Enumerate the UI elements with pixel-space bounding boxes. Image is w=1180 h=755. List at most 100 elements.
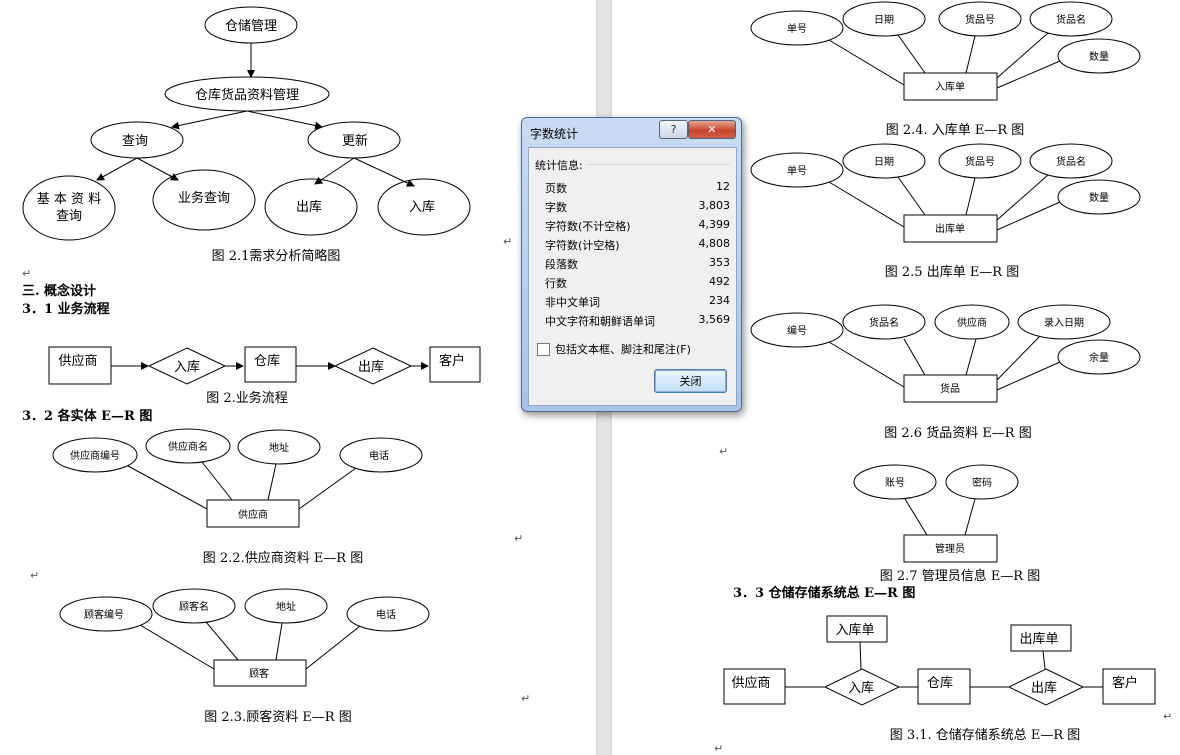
inbound-caption: 图 2.4. 入库单 E—R 图: [886, 122, 1025, 138]
inbound-attr-3: [938, 1, 1022, 37]
customer-attr-3: [244, 588, 328, 624]
flow-out-label: 出库: [358, 359, 384, 375]
stat-value: 353: [709, 256, 730, 269]
close-icon[interactable]: ✕: [688, 120, 736, 139]
stat-label: 非中文单词: [545, 296, 600, 309]
stat-label: 字符数(不计空格): [545, 220, 631, 233]
stat-row: 字符数(计空格) 4,808: [545, 237, 730, 255]
stat-label: 字符数(计空格): [545, 239, 620, 252]
supplier-attr-1: [52, 437, 138, 473]
goods-attr-3-label: 供应商: [957, 316, 987, 329]
section3-title: 三. 概念设计: [22, 283, 96, 299]
customer-attr-4-label: 电话: [376, 608, 396, 621]
goods-attr-5: [1057, 339, 1141, 375]
goods-attr-2: [842, 304, 926, 340]
paragraph-mark: ↵: [714, 742, 723, 755]
section32-title: 3．2 各实体 E—R 图: [22, 408, 152, 424]
stat-row: 段落数 353: [545, 256, 730, 274]
paragraph-mark: ↵: [503, 235, 512, 248]
help-button[interactable]: ?: [659, 120, 688, 139]
customer-entity: [213, 659, 307, 687]
goods-attr-1-label: 编号: [787, 324, 807, 337]
supplier-attr-2-label: 供应商名: [168, 440, 208, 453]
outbound-attr-5-label: 数量: [1089, 191, 1109, 204]
customer-attr-4: [346, 596, 430, 632]
inbound-attr-4-label: 货品名: [1056, 13, 1086, 26]
inbound-attr-5: [1057, 38, 1141, 74]
admin-caption: 图 2.7 管理员信息 E—R 图: [880, 568, 1040, 584]
in-label: 入库: [409, 199, 435, 215]
node-business-query: [152, 169, 256, 231]
customer-attr-1: [59, 596, 153, 632]
paragraph-mark: ↵: [1163, 710, 1172, 723]
flow-customer-label: 客户: [439, 353, 465, 369]
stat-label: 字数: [545, 201, 567, 214]
outbound-attr-3-label: 货品号: [965, 155, 995, 168]
stat-row: 中文字符和朝鲜语单词 3,569: [545, 313, 730, 331]
total-outbound-label: 出库单: [1019, 631, 1058, 647]
outbound-attr-5: [1057, 179, 1141, 215]
inbound-attr-3-label: 货品号: [965, 13, 995, 26]
paragraph-mark: ↵: [30, 569, 39, 582]
node-out: [264, 178, 358, 236]
outbound-entity: [903, 214, 998, 243]
section33-title: 3．3 仓储存储系统总 E—R 图: [733, 585, 915, 601]
total-in-diamond: [823, 668, 901, 706]
paragraph-mark: ↵: [521, 692, 530, 705]
stat-label: 段落数: [545, 258, 578, 271]
goods-attr-4-label: 录入日期: [1044, 317, 1084, 329]
admin-attr-2-label: 密码: [972, 476, 992, 489]
total-inbound-label: 入库单: [835, 622, 874, 638]
goods-attr-3: [934, 304, 1010, 340]
stat-value: 12: [716, 180, 730, 193]
admin-entity: [903, 534, 998, 563]
outbound-attr-4: [1029, 143, 1113, 179]
total-outbound-box: [1010, 624, 1072, 652]
node-in: [377, 178, 471, 236]
stat-value: 4,399: [698, 218, 731, 231]
stat-label: 中文字符和朝鲜语单词: [545, 315, 655, 328]
divider: [587, 164, 730, 165]
stat-row: 非中文单词 234: [545, 294, 730, 312]
outbound-attr-1-label: 单号: [787, 165, 807, 177]
flow-warehouse-label: 仓库: [254, 353, 280, 369]
paragraph-mark: ↵: [719, 445, 728, 458]
customer-attr-3-label: 地址: [276, 600, 296, 613]
supplier-attr-4-label: 电话: [369, 449, 389, 462]
stat-row: 字符数(不计空格) 4,399: [545, 218, 730, 236]
outbound-attr-2: [842, 143, 926, 179]
supplier-attr-4: [339, 437, 423, 473]
outbound-attr-2-label: 日期: [874, 156, 894, 168]
inbound-entity-label: 入库单: [935, 80, 965, 93]
mid-label: 仓库货品资料管理: [195, 87, 299, 103]
stat-row: 行数 492: [545, 275, 730, 293]
stat-value: 3,803: [698, 199, 731, 212]
supplier-caption: 图 2.2.供应商资料 E—R 图: [203, 550, 363, 566]
supplier-entity: [206, 499, 300, 528]
goods-attr-4: [1017, 304, 1111, 340]
total-warehouse-label: 仓库: [927, 675, 953, 691]
close-button[interactable]: 关闭: [654, 369, 727, 393]
goods-attr-1: [750, 312, 844, 348]
customer-attr-1-label: 顾客编号: [84, 608, 124, 621]
flow-in-diamond: [147, 347, 227, 385]
goods-attr-2-label: 货品名: [869, 316, 899, 329]
stat-label: 行数: [545, 277, 567, 290]
total-caption: 图 3.1. 仓储存储系统总 E—R 图: [890, 728, 1081, 743]
outbound-attr-4-label: 货品名: [1056, 155, 1086, 168]
flow-out-diamond: [333, 347, 413, 385]
dialog-body: 统计信息: 页数 12 字数 3,803 字符数(不计空格) 4,399 字符数…: [528, 147, 737, 406]
flow-warehouse-box: [244, 346, 297, 383]
stat-value: 4,808: [698, 237, 731, 250]
basic-query-line2: 查询: [56, 209, 82, 224]
customer-attr-2: [152, 588, 236, 624]
total-customer-label: 客户: [1112, 675, 1138, 691]
inbound-attr-1: [750, 10, 844, 46]
include-textboxes-checkbox[interactable]: 包括文本框、脚注和尾注(F): [537, 341, 691, 357]
total-out-label: 出库: [1031, 680, 1057, 696]
business-query-label: 业务查询: [178, 190, 230, 206]
admin-attr-1-label: 账号: [885, 477, 905, 489]
query-label: 查询: [122, 134, 148, 149]
checkbox-box[interactable]: [537, 342, 550, 356]
